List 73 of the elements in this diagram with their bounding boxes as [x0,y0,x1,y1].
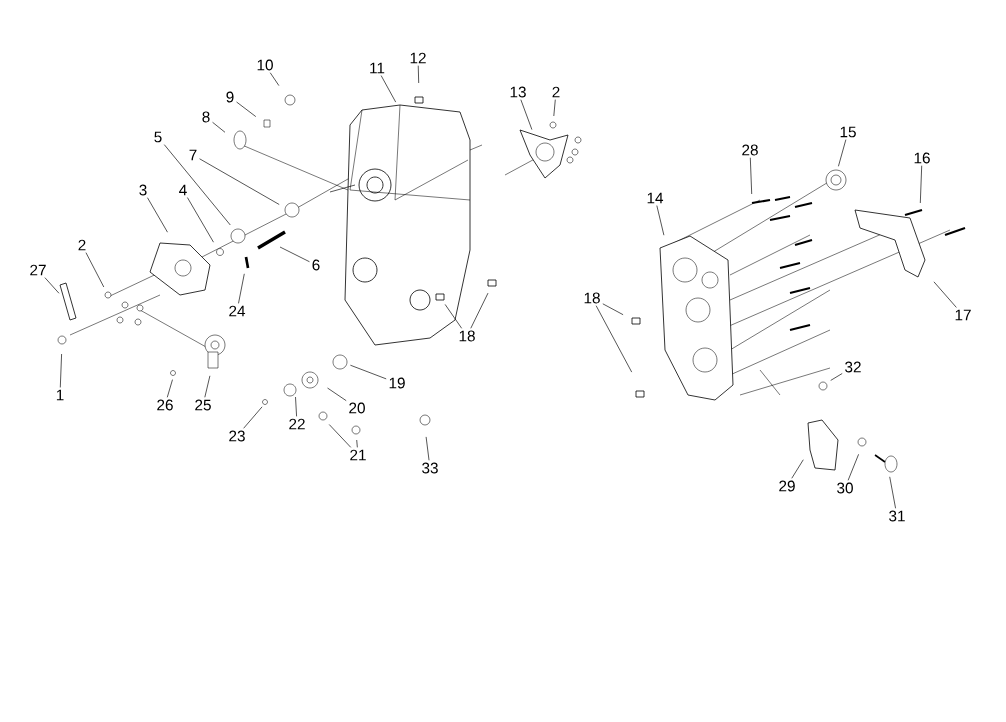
callout-number: 24 [229,305,246,317]
leader-line [838,139,847,167]
callout-number: 12 [410,52,426,64]
callout-number: 2 [552,86,560,98]
callout-number: 33 [422,462,438,474]
callout-number: 19 [389,377,405,389]
leader-line [470,292,489,329]
callout-number: 11 [370,62,385,74]
callout-number: 14 [647,192,664,204]
callout-number: 32 [845,361,861,373]
leader-line [350,364,387,380]
leader-line [933,281,957,308]
leader-line [847,453,859,481]
leader-line [791,459,804,479]
callout-number: 2 [78,239,86,251]
callout-number: 20 [349,402,365,414]
leader-line [889,476,896,509]
callout-number: 9 [226,91,234,103]
callout-number: 10 [257,59,273,71]
leader-line [444,304,462,329]
callout-number: 13 [510,86,526,98]
leader-line [417,65,420,84]
leader-line [59,353,62,388]
leader-line [147,197,168,233]
callout-number: 18 [584,292,600,304]
leader-line [163,144,231,226]
leader-line [212,121,226,133]
callout-number: 21 [350,449,366,461]
callout-number: 16 [914,152,930,164]
callout-number: 3 [139,184,147,196]
leader-line [44,277,60,294]
leader-line [553,99,556,117]
leader-line [279,246,310,263]
leader-line [199,158,280,205]
callout-number: 6 [312,259,320,271]
callout-number: 17 [955,309,971,321]
leader-line [327,387,347,402]
leader-line [656,205,665,236]
callout-number: 1 [56,389,64,401]
callout-number: 28 [742,144,758,156]
callout-number: 22 [289,418,305,430]
leader-line [749,157,753,195]
callout-number: 30 [837,482,853,494]
leader-line [425,436,430,461]
callout-number: 7 [189,149,197,161]
callout-number: 4 [179,184,187,196]
leader-line [595,305,633,373]
leader-line [295,396,297,417]
callout-number: 27 [30,264,46,276]
leader-line [520,99,533,130]
leader-line [380,75,397,103]
leader-line [236,101,257,117]
callout-number: 26 [157,399,173,411]
callout-number: 29 [779,480,795,492]
callout-number: 8 [202,111,210,123]
leader-line [243,406,263,429]
leader-line [85,252,105,288]
callout-number: 5 [154,131,162,143]
callout-number: 25 [195,399,211,411]
leader-line [602,303,624,316]
leader-line [830,373,843,381]
leader-line [238,273,245,304]
leader-line [328,424,352,448]
leader-line [187,197,214,243]
callout-number: 23 [229,430,245,442]
callout-number: 18 [459,330,475,342]
leader-line [356,439,358,448]
leader-line [204,375,211,398]
leader-line [166,379,173,398]
leader-line [269,72,280,86]
callout-number: 15 [840,126,856,138]
callout-number: 31 [889,510,905,522]
leader-line [919,165,923,204]
